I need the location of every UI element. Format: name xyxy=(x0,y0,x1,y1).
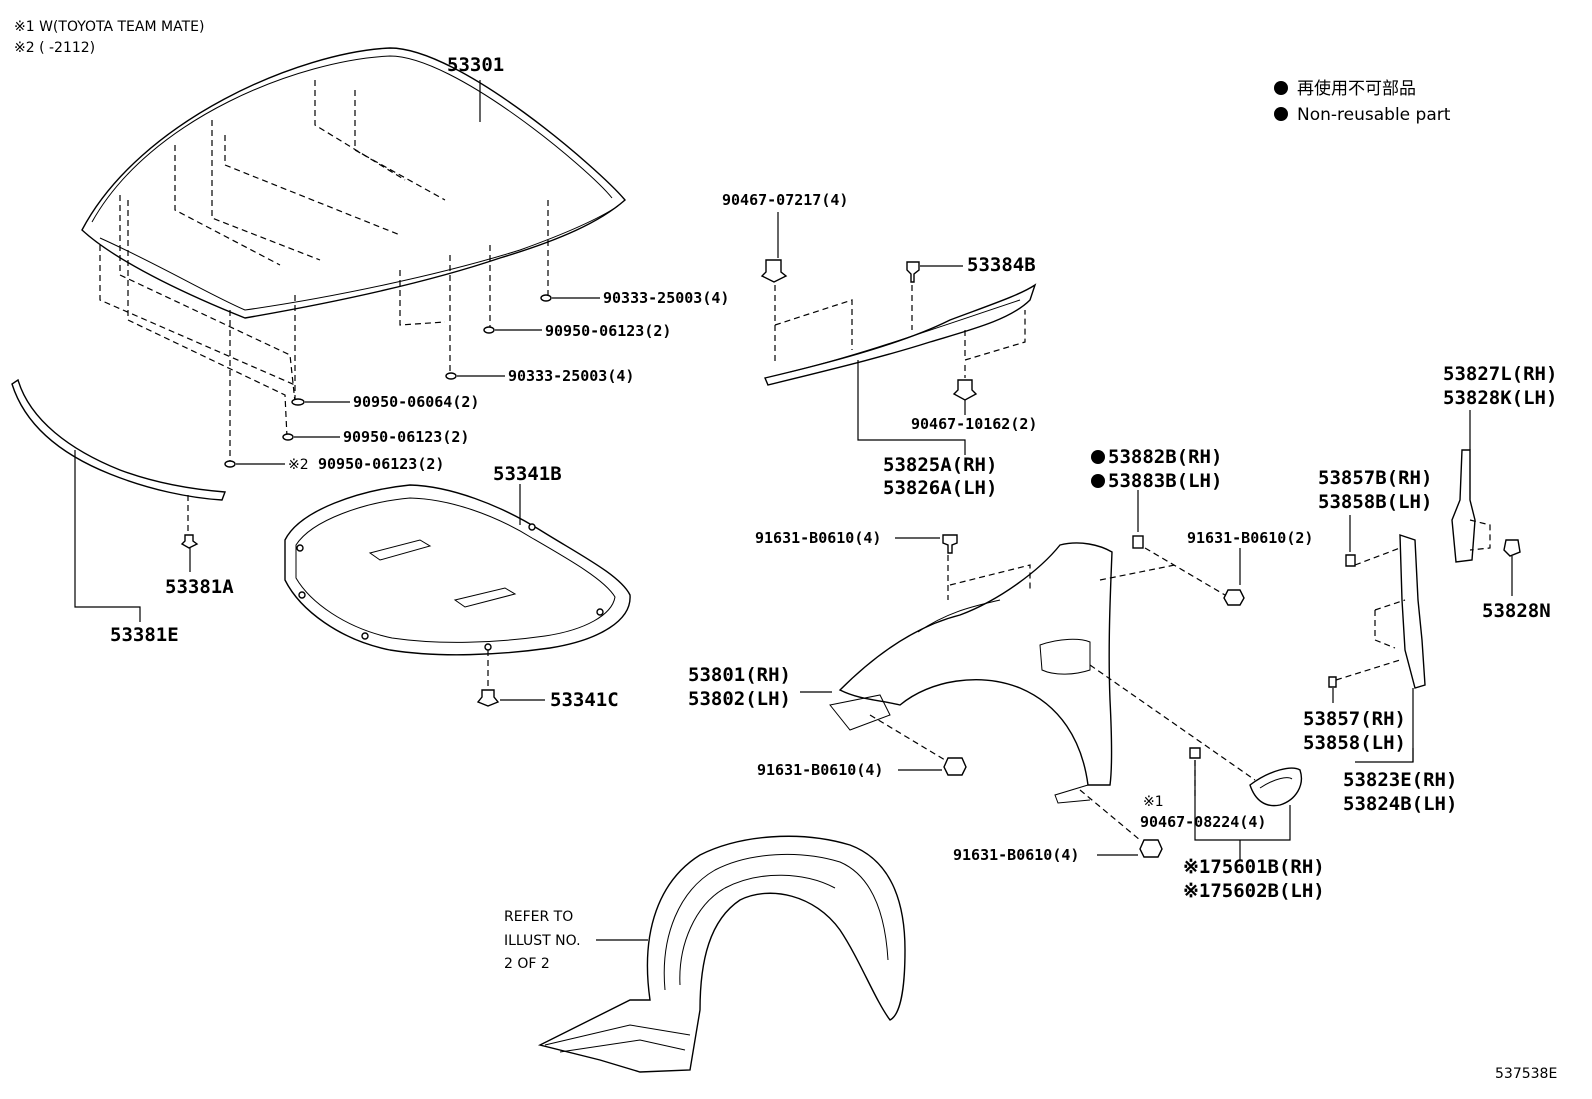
bracket-3-lh: 53858(LH) xyxy=(1303,732,1406,754)
legend-line-2: Non-reusable part xyxy=(1297,105,1451,125)
front-fender xyxy=(829,542,1113,804)
hood-fastener-markers xyxy=(224,294,552,468)
bracket-2-lh: 53858B(LH) xyxy=(1318,491,1432,513)
cowl-seal-rh: 53825A(RH) xyxy=(883,454,997,476)
hood-insulator xyxy=(284,484,631,707)
legend-line-1: 再使用不可部品 xyxy=(1297,78,1416,99)
cowl-screw-label: 53384B xyxy=(967,254,1036,276)
hood-fastener-5: 90950-06123(2) xyxy=(343,428,469,446)
seal-label: 53381E xyxy=(110,624,179,646)
bracket-1-rh: 53827L(RH) xyxy=(1443,363,1557,385)
bracket-clip: 53828N xyxy=(1482,600,1551,622)
fender-bolt-right: 91631-B0610(2) xyxy=(1187,529,1313,547)
bracket-2-rh: 53857B(RH) xyxy=(1318,467,1432,489)
fender-mouldings xyxy=(800,691,1302,860)
fender-mould-rh: ※175601B(RH) xyxy=(1183,856,1325,878)
hood-label: 53301 xyxy=(447,54,504,76)
fender-bolt-icon xyxy=(1097,839,1163,858)
hood-seal xyxy=(11,378,226,622)
fender-insulator-clip xyxy=(1132,490,1144,549)
bracket-4-lh: 53824B(LH) xyxy=(1343,793,1457,815)
bracket-4-rh: 53823E(RH) xyxy=(1343,769,1457,791)
non-reusable-dot-icon xyxy=(1091,450,1105,464)
note-1: ※1 W(TOYOTA TEAM MATE) xyxy=(14,19,204,35)
liner-ref-1: REFER TO xyxy=(504,909,573,925)
legend-dot-icon xyxy=(1274,107,1288,121)
note-2: ※2 ( -2112) xyxy=(14,40,95,56)
legend-dot-icon xyxy=(1274,81,1288,95)
fender-bolt-top: 91631-B0610(4) xyxy=(755,529,881,547)
hood-fastener-6: 90950-06123(2) xyxy=(318,455,444,473)
seal-clip-label: 53381A xyxy=(165,576,234,598)
fender-lh: 53802(LH) xyxy=(688,688,791,710)
hood-fastener-3: 90333-25003(4) xyxy=(508,367,634,385)
liner-ref-2: ILLUST NO. xyxy=(504,933,581,949)
illustration-code: 537538E xyxy=(1495,1066,1557,1082)
fender-mould-lh: ※175602B(LH) xyxy=(1183,880,1325,902)
hood-panel xyxy=(81,47,626,319)
fender-insul-rh: 53882B(RH) xyxy=(1108,446,1222,468)
fender-bolt-icon xyxy=(895,534,958,554)
fender-bolt-mid: 91631-B0610(4) xyxy=(757,761,883,779)
insulator-clip-label: 53341C xyxy=(550,689,619,711)
cowl-seal-lh: 53826A(LH) xyxy=(883,477,997,499)
cowl-seal xyxy=(760,212,1037,455)
cowl-clip-bottom: 90467-10162(2) xyxy=(911,415,1037,433)
non-reusable-dot-icon xyxy=(1091,474,1105,488)
hood-fastener-4: 90950-06064(2) xyxy=(353,393,479,411)
fender-insul-lh: 53883B(LH) xyxy=(1108,470,1222,492)
liner-ref-3: 2 OF 2 xyxy=(504,956,550,972)
hood-note2-mark: ※2 xyxy=(288,457,309,473)
cowl-clip-top: 90467-07217(4) xyxy=(722,191,848,209)
fender-rh: 53801(RH) xyxy=(688,664,791,686)
hood-fastener-leaders xyxy=(236,80,600,465)
fender-bolt-icon xyxy=(898,757,967,776)
fender-bolt-icon xyxy=(1223,548,1245,606)
fender-clip-mark: ※1 xyxy=(1143,794,1164,810)
hood-dashed-guides xyxy=(99,80,549,462)
fender-clip: 90467-08224(4) xyxy=(1140,813,1266,831)
hood-fastener-1: 90333-25003(4) xyxy=(603,289,729,307)
fender-bolt-bottom: 91631-B0610(4) xyxy=(953,846,1079,864)
bracket-3-rh: 53857(RH) xyxy=(1303,708,1406,730)
insulator-label: 53341B xyxy=(493,463,562,485)
fender-liner xyxy=(537,835,906,1073)
bracket-1-lh: 53828K(LH) xyxy=(1443,387,1557,409)
hood-fastener-2: 90950-06123(2) xyxy=(545,322,671,340)
fender-brackets xyxy=(1328,410,1521,763)
